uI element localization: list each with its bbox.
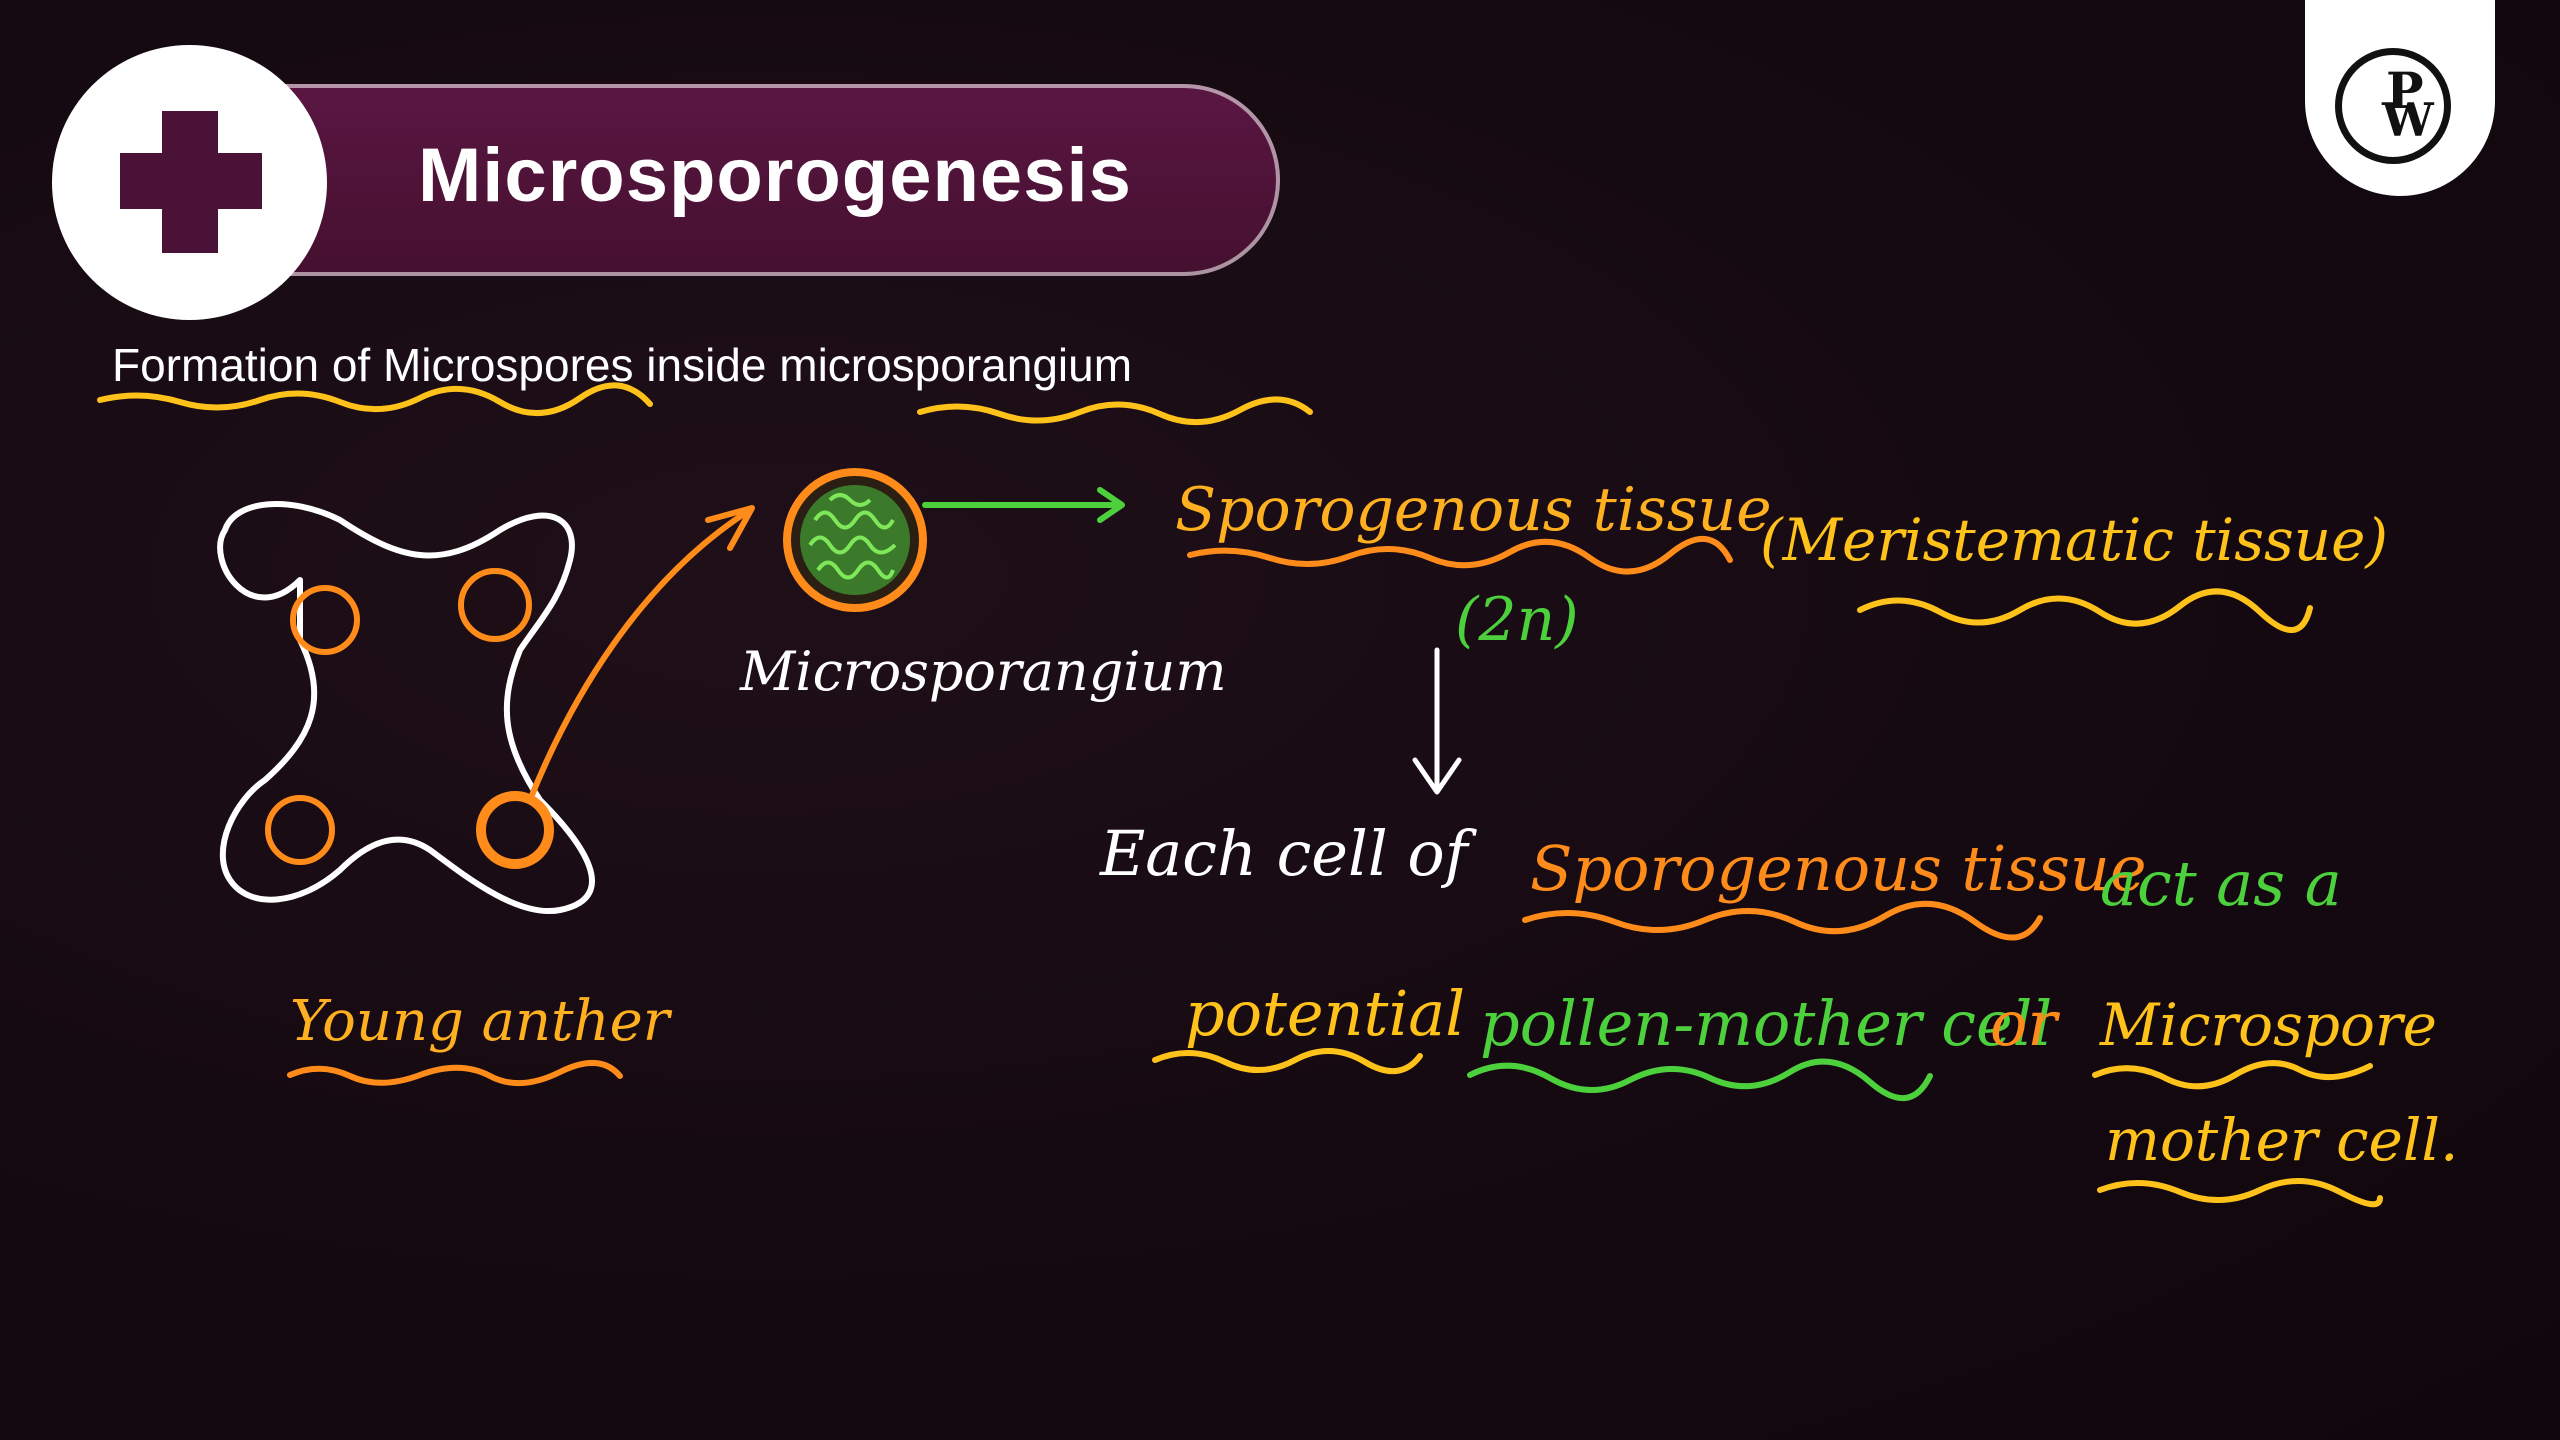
sentence-potential: potential bbox=[1185, 977, 1465, 1050]
microspore-underline bbox=[2092, 1060, 2373, 1090]
meristematic-underline bbox=[1857, 588, 2313, 633]
pw-logo: P W bbox=[2305, 0, 2495, 196]
subtitle-underline-2 bbox=[917, 396, 1313, 425]
anther-locule-top-left bbox=[290, 585, 360, 655]
meristematic-tissue-label: (Meristematic tissue) bbox=[1760, 506, 2388, 574]
sentence-act-as-a: act as a bbox=[2100, 847, 2342, 920]
sporogenous-tissue-underline bbox=[1187, 536, 1733, 575]
anther-label-underline bbox=[287, 1059, 623, 1087]
sentence-pollen-mother-cell: pollen-mother cell bbox=[1480, 987, 2052, 1060]
ploidy-label: (2n) bbox=[1455, 585, 1579, 655]
anther-outline bbox=[217, 501, 595, 915]
pollen-mother-cell-underline bbox=[1467, 1058, 1933, 1101]
mother-cell-underline bbox=[2097, 1178, 2383, 1208]
potential-underline bbox=[1152, 1048, 1423, 1075]
header-banner bbox=[230, 84, 1280, 276]
logo-letter-w: W bbox=[2382, 93, 2434, 147]
page-title: Microsporogenesis bbox=[418, 133, 1132, 218]
green-arrow-head bbox=[1097, 487, 1125, 523]
logo-ring: P W bbox=[2335, 48, 2451, 164]
microsporangium-label: Microsporangium bbox=[739, 640, 1227, 703]
plus-icon bbox=[52, 45, 327, 320]
sentence-or: or bbox=[1990, 987, 2060, 1060]
sporogenous-tissue-label: Sporogenous tissue bbox=[1175, 475, 1772, 545]
sentence-mother-cell: mother cell. bbox=[2105, 1106, 2458, 1174]
anther-locule-bottom-left bbox=[265, 795, 335, 865]
anther-arrow-head bbox=[705, 505, 755, 551]
sentence-sporogenous-tissue: Sporogenous tissue bbox=[1530, 832, 2147, 905]
sentence-each-cell-of: Each cell of bbox=[1099, 817, 1478, 890]
logo-letter-p: P bbox=[2386, 61, 2424, 120]
sentence-microspore: Microspore bbox=[2099, 991, 2437, 1059]
subtitle: Formation of Microspores inside microspo… bbox=[112, 339, 1133, 391]
down-arrow-head bbox=[1412, 757, 1462, 795]
anther-locule-top-right bbox=[458, 568, 532, 642]
anther-label: Young anther bbox=[290, 989, 673, 1054]
anther-locule-bottom-right bbox=[476, 791, 554, 869]
sporogenous-cells-scribble bbox=[808, 493, 897, 580]
anther-to-microsporangium-arrow bbox=[527, 507, 753, 803]
subtitle-underline-1 bbox=[97, 382, 653, 416]
sentence-sporogenous-underline bbox=[1522, 900, 2043, 941]
plus-icon-horizontal bbox=[120, 153, 262, 209]
